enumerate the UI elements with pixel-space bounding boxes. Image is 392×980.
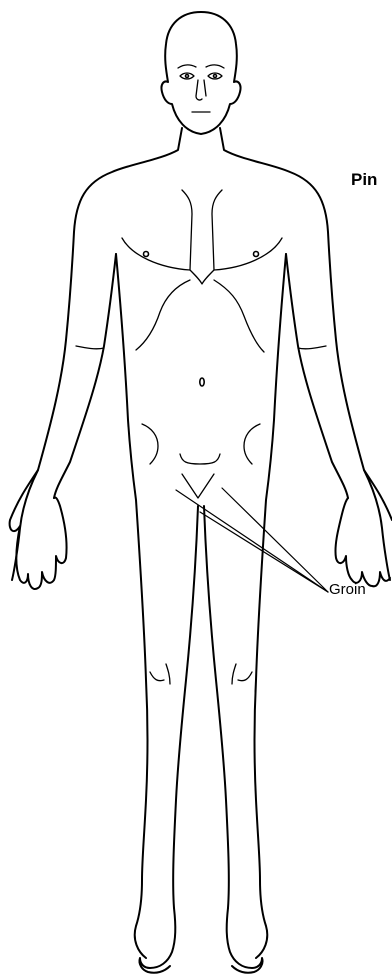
- groin-label: Groin: [329, 581, 366, 598]
- groin-leader-2: [222, 488, 328, 592]
- hip-right: [244, 424, 260, 464]
- left-inner-arm: [54, 254, 116, 498]
- nose: [196, 80, 206, 100]
- pectoral-right: [214, 238, 282, 270]
- left-pupil: [186, 75, 189, 78]
- hip-left: [142, 424, 158, 464]
- right-inner-arm: [286, 254, 348, 498]
- right-pupil: [214, 75, 217, 78]
- right-leg-outer: [255, 254, 287, 958]
- ribcage-right: [214, 280, 264, 352]
- ribcage-left: [136, 280, 190, 350]
- pubic-line: [180, 454, 220, 464]
- pectoral-left: [122, 238, 190, 270]
- left-leg-outer: [116, 254, 148, 958]
- navel: [200, 378, 204, 386]
- left-foot: [139, 908, 175, 973]
- elbow-crease-left: [76, 346, 104, 349]
- right-brow: [206, 65, 224, 68]
- elbow-crease-right: [298, 346, 326, 349]
- left-nipple: [144, 252, 149, 257]
- figure-heading: Pin: [351, 170, 377, 190]
- groin-leader-1: [176, 490, 328, 592]
- knee-left: [150, 664, 170, 684]
- knee-right: [232, 664, 252, 684]
- right-foot: [227, 908, 263, 973]
- left-brow: [178, 65, 196, 68]
- right-nipple: [254, 252, 259, 257]
- inner-legs: [173, 506, 229, 908]
- groin-v: [182, 474, 214, 498]
- head-outline: [161, 12, 240, 134]
